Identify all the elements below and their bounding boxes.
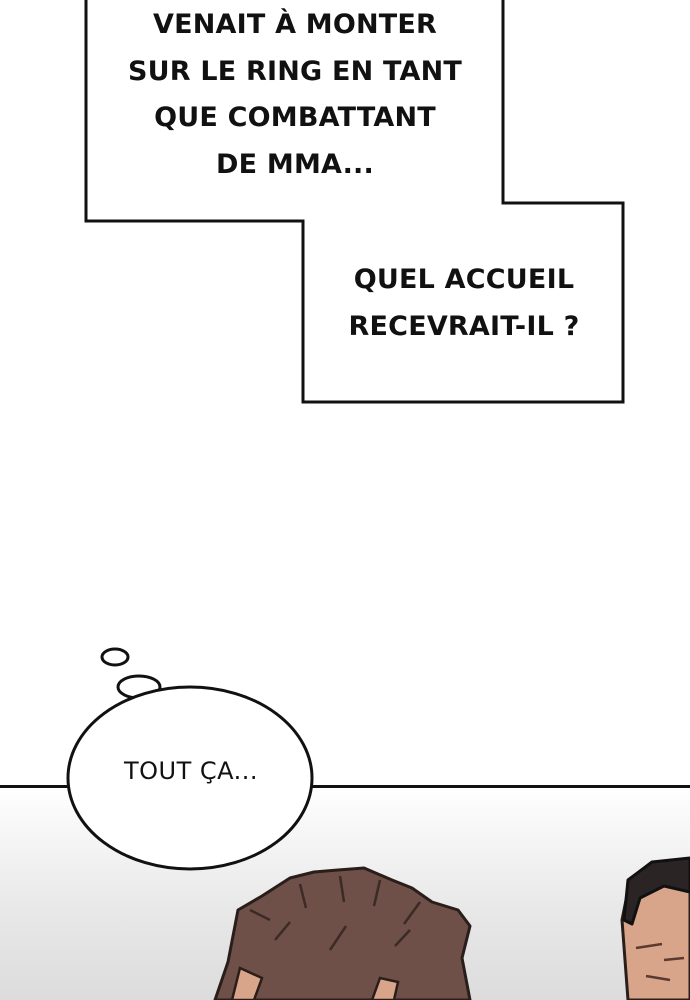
dark-hair-character: [620, 856, 690, 1000]
brown-hair-character: [213, 866, 472, 1000]
narration-box: [84, 0, 625, 404]
thought-bubble-text: TOUT ÇA...: [123, 757, 259, 785]
panel-border-line: [0, 785, 690, 788]
thought-bubble: [66, 647, 314, 871]
characters-illustration: [213, 856, 690, 1000]
thought-bubble-small-circle: [100, 647, 130, 667]
narration-caption-question: QUEL ACCUEIL RECEVRAIT-IL ?: [348, 264, 580, 342]
narration-caption-main: VENAIT À MONTER SUR LE RING EN TANT QUE …: [127, 9, 463, 180]
thought-bubble-main: [66, 685, 314, 871]
